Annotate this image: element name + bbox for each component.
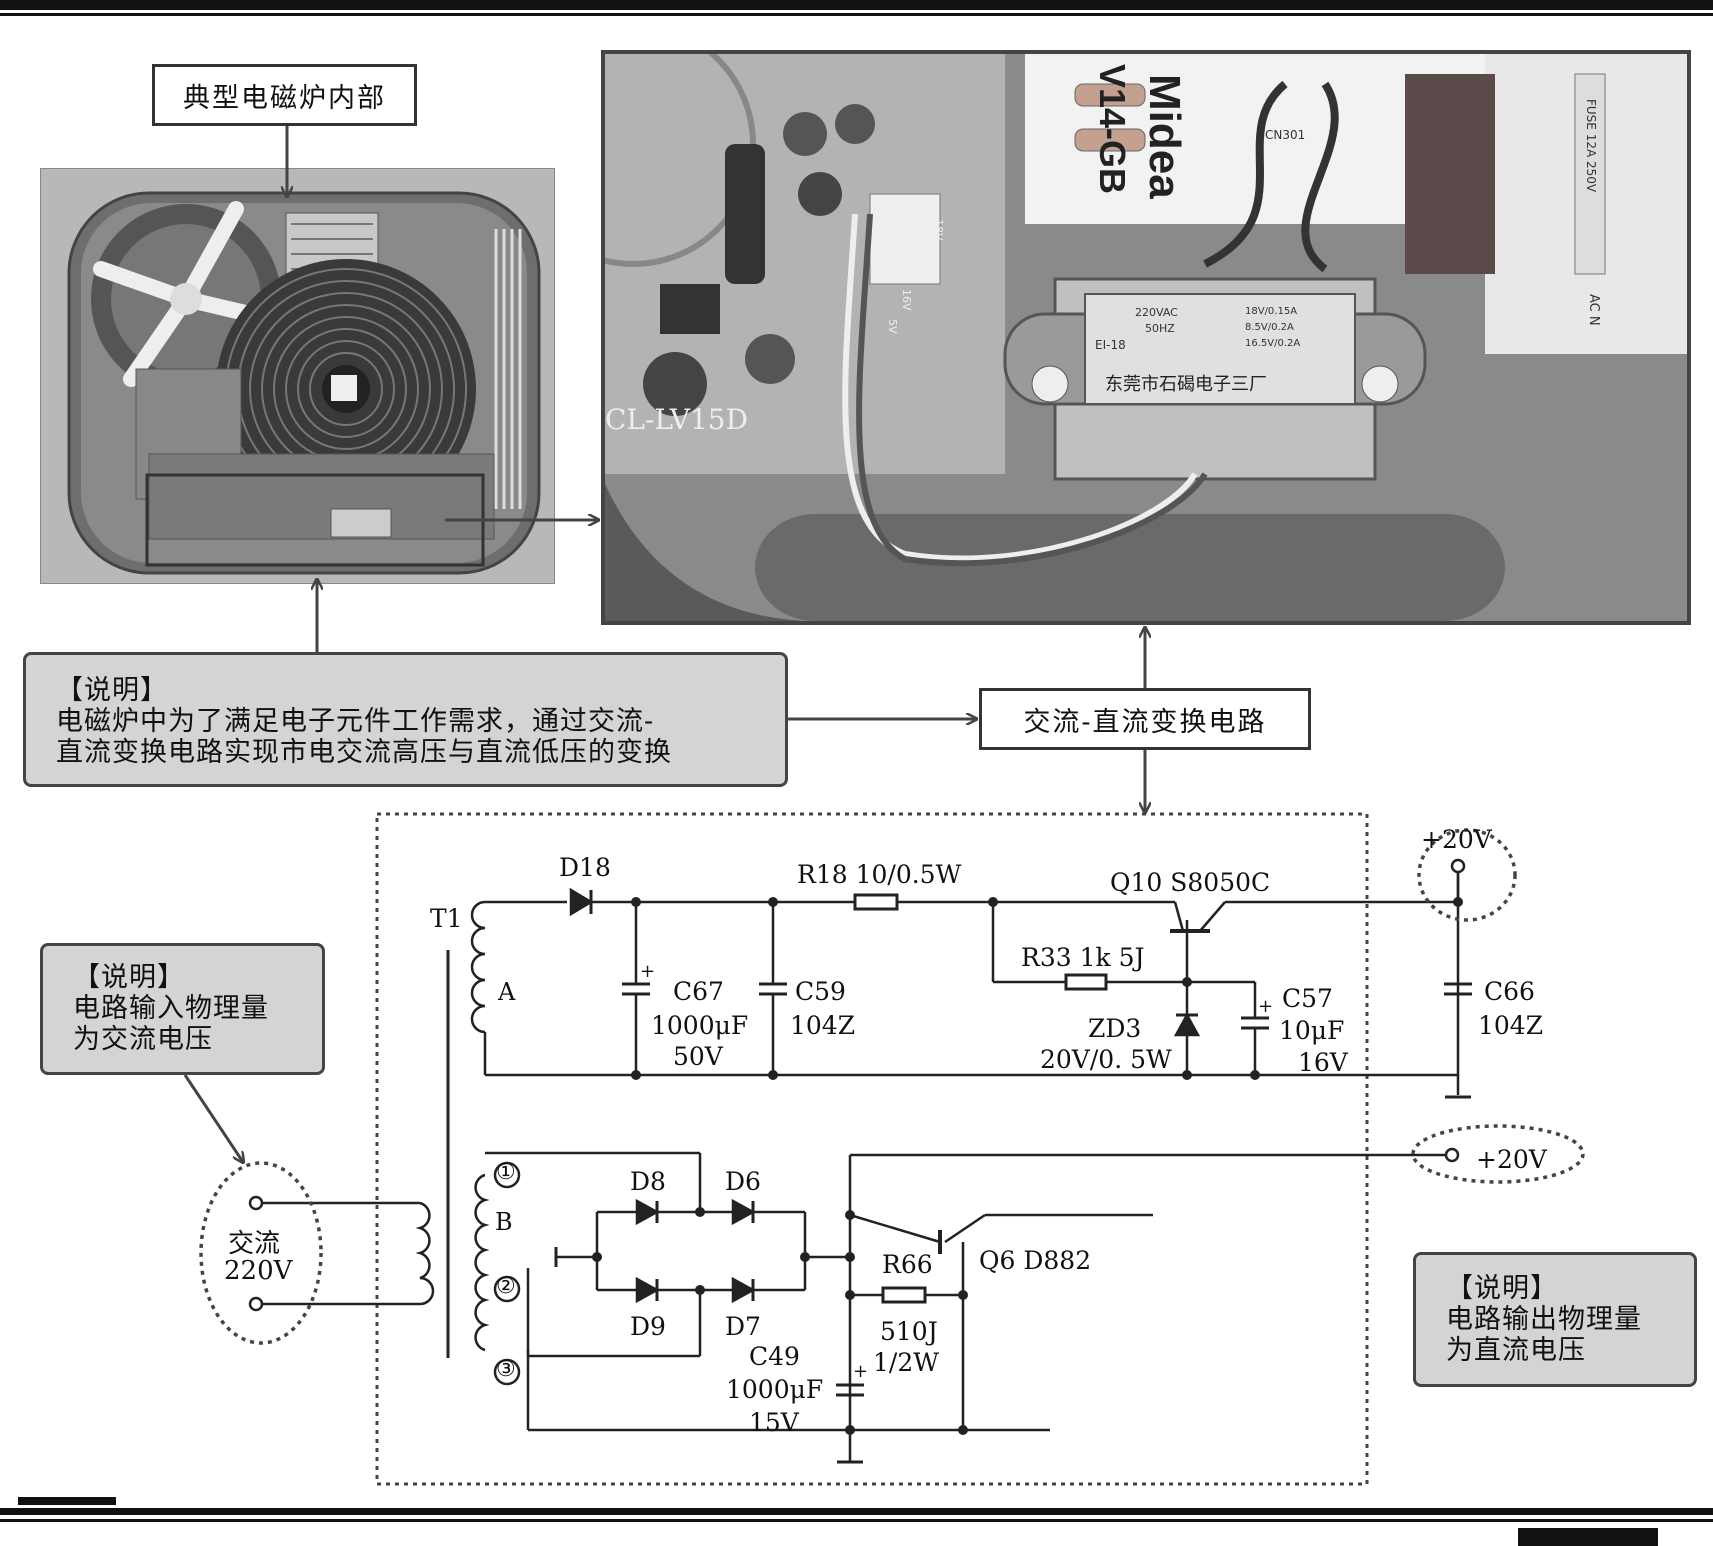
- label-d18: D18: [559, 853, 611, 882]
- main-note-line1: 电磁炉中为了满足电子元件工作需求，通过交流-: [56, 706, 655, 737]
- circuit-enclosure: [375, 812, 1369, 1486]
- label-out1: +20V: [1421, 825, 1492, 854]
- diode-d6: [731, 1198, 756, 1226]
- coil-a: [470, 900, 486, 1034]
- page-tab-left: [18, 1497, 116, 1505]
- cooker-illustration: [67, 191, 541, 575]
- main-note-head: 【说明】: [56, 675, 168, 706]
- label-zd3-val: 20V/0. 5W: [1040, 1045, 1172, 1074]
- main-note-line2: 直流变换电路实现市电交流高压与直流低压的变换: [56, 737, 672, 768]
- diode-d18: [569, 887, 594, 917]
- coil-primary: [415, 1201, 435, 1306]
- connector-text: CN301: [1265, 128, 1305, 142]
- label-ac-input: 交流: [228, 1229, 281, 1259]
- label-c59: C59: [795, 977, 846, 1006]
- label-out2: +20V: [1476, 1145, 1547, 1174]
- label-c49-val: 1000μF: [726, 1375, 824, 1404]
- diode-d9: [635, 1276, 660, 1304]
- label-coil-a: A: [498, 978, 516, 1006]
- label-pin3: ③: [496, 1357, 516, 1382]
- label-r66: R66: [882, 1250, 933, 1279]
- conversion-box: 交流-直流变换电路: [979, 688, 1311, 750]
- label-pin2: ②: [496, 1274, 516, 1299]
- label-c57-v: 16V: [1298, 1048, 1348, 1077]
- zener-zd3: [1173, 1012, 1201, 1037]
- top-rule-thin: [0, 13, 1713, 16]
- output-note-line2: 为直流电压: [1446, 1335, 1586, 1366]
- label-q6: Q6 D882: [979, 1246, 1092, 1275]
- label-r66-val: 510J: [880, 1317, 938, 1346]
- diode-d8: [635, 1198, 660, 1226]
- transformer-id-text: EI-18: [1095, 338, 1126, 352]
- label-c49-v: 15V: [749, 1408, 799, 1437]
- label-c67-val: 1000μF: [651, 1011, 749, 1040]
- board-model-text: V14-GB: [1092, 64, 1133, 194]
- pin-gnd: GND: [914, 249, 927, 274]
- input-note-line2: 为交流电压: [73, 1024, 213, 1055]
- label-d9: D9: [630, 1312, 666, 1341]
- arrow-input-note: [183, 1074, 243, 1162]
- label-c57: C57: [1282, 984, 1333, 1013]
- output-note-head: 【说明】: [1446, 1273, 1558, 1304]
- label-zd3: ZD3: [1088, 1014, 1142, 1043]
- label-d6: D6: [725, 1167, 761, 1196]
- transformer-out3-text: 16.5V/0.2A: [1245, 338, 1300, 349]
- label-d7: D7: [725, 1312, 761, 1341]
- label-c67: C67: [673, 977, 724, 1006]
- resistor-r66: [881, 1286, 927, 1304]
- input-note-line1: 电路输入物理量: [73, 993, 269, 1024]
- ac-terminal-2: [248, 1296, 264, 1312]
- ac-text: AC N: [1586, 294, 1601, 326]
- resistor-r33: [1064, 973, 1108, 991]
- brand-text: Midea: [1140, 74, 1189, 199]
- label-c49-plus: +: [853, 1361, 869, 1382]
- label-coil-b: B: [495, 1208, 513, 1236]
- pin-18v: 18V: [932, 219, 945, 241]
- label-ac-voltage: 220V: [224, 1256, 293, 1286]
- label-c66: C66: [1484, 977, 1535, 1006]
- label-r18: R18 10/0.5W: [797, 860, 962, 889]
- label-t1: T1: [430, 904, 463, 933]
- transformer-maker-text: 东莞市石碣电子三厂: [1105, 374, 1267, 395]
- power-board-photo: Midea V14-GB CL-LV15D EI-18 220VAC 50HZ …: [601, 50, 1691, 625]
- transformer-freq-text: 50HZ: [1145, 322, 1175, 335]
- fuse-text: FUSE 12A 250V: [1584, 99, 1598, 193]
- main-note: 【说明】 电磁炉中为了满足电子元件工作需求，通过交流- 直流变换电路实现市电交流…: [23, 652, 788, 787]
- top-rule: [0, 0, 1713, 10]
- label-c66-val: 104Z: [1478, 1011, 1544, 1040]
- label-q10: Q10 S8050C: [1110, 868, 1271, 897]
- transformer-out2-text: 8.5V/0.2A: [1245, 322, 1294, 333]
- label-d8: D8: [630, 1167, 666, 1196]
- out1-terminal: [1450, 858, 1466, 874]
- transformer-in-text: 220VAC: [1135, 306, 1178, 319]
- resistor-r18: [853, 893, 899, 911]
- bottom-rule-thin: [0, 1519, 1713, 1522]
- bottom-rule: [0, 1508, 1713, 1515]
- board-illustration: Midea V14-GB CL-LV15D EI-18 220VAC 50HZ …: [605, 54, 1687, 621]
- title-box: 典型电磁炉内部: [152, 64, 417, 126]
- pin-5v: 5V: [886, 319, 899, 334]
- label-c57-val: 10μF: [1279, 1016, 1345, 1045]
- page-tab-right: [1518, 1528, 1658, 1546]
- label-c67-v: 50V: [673, 1042, 723, 1071]
- output-note-line1: 电路输出物理量: [1446, 1304, 1642, 1335]
- input-note-head: 【说明】: [73, 962, 185, 993]
- output-note: 【说明】 电路输出物理量 为直流电压: [1413, 1252, 1697, 1387]
- board2-text: CL-LV15D: [605, 403, 748, 436]
- label-c49: C49: [749, 1342, 800, 1371]
- label-r33: R33 1k 5J: [1021, 943, 1145, 972]
- transformer-out1-text: 18V/0.15A: [1245, 306, 1297, 317]
- ac-terminal-1: [248, 1195, 264, 1211]
- label-c67-plus: +: [640, 961, 656, 982]
- input-note: 【说明】 电路输入物理量 为交流电压: [40, 943, 325, 1075]
- diode-d7: [731, 1276, 756, 1304]
- pin-16v: 16V: [900, 289, 913, 311]
- out2-terminal: [1444, 1147, 1460, 1163]
- label-pin1: ①: [496, 1160, 516, 1185]
- coil-b: [474, 1173, 490, 1352]
- label-c59-val: 104Z: [790, 1011, 856, 1040]
- label-r66-w: 1/2W: [873, 1348, 939, 1377]
- induction-cooker-photo: [40, 168, 555, 584]
- label-c57-plus: +: [1258, 996, 1274, 1017]
